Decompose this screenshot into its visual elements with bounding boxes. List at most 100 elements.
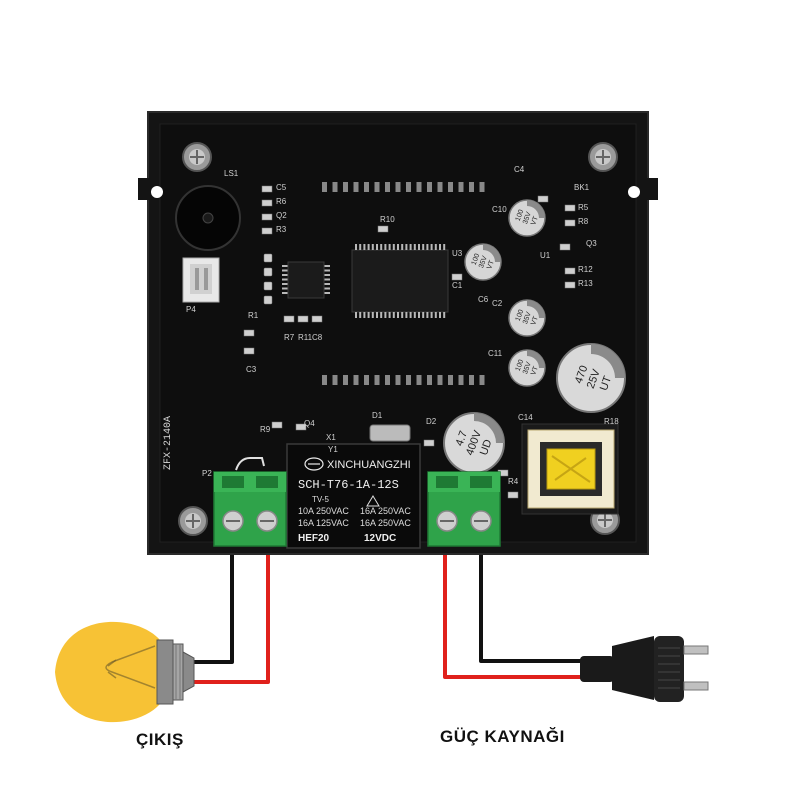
smd-part [564,219,576,227]
header-pin [437,182,443,192]
ic-pin [430,312,433,318]
output-red-wire [192,545,270,684]
cap-small-label: 35V [478,255,489,269]
relay-spec-left-3: 16A 125VAC [298,518,349,528]
ic-pin [324,274,330,276]
smd-pad [263,295,273,305]
smd-part [311,315,323,323]
ic-pin [324,283,330,285]
terminal-screw-icon [222,510,244,532]
silkscreen-label: U3 [452,249,463,258]
terminal-screw-icon [436,510,458,532]
power-wires [443,545,582,679]
header-pin [374,375,380,385]
silkscreen-label: R10 [380,215,395,224]
header-pin [416,182,422,192]
header-pin [353,182,359,192]
power-plug-icon [580,636,709,702]
header-pin [332,375,338,385]
ic-pin [282,269,288,272]
buzzer [175,185,241,251]
smd-part [377,225,389,233]
relay-spec-left-1: TV-5 [312,495,329,504]
ic-pin [439,312,441,318]
header-pin [343,375,348,385]
silkscreen-label: R7 [284,333,295,342]
ic-pin [397,244,399,250]
ic-pin [282,292,288,294]
silkscreen-label: R4 [508,477,519,486]
screw-icon [182,142,212,172]
ic-pin [422,312,425,318]
smd-part [271,421,283,429]
screw-icon [588,142,618,172]
ic-pin [380,244,383,250]
smd-pad [263,267,273,277]
header-pin [395,375,401,385]
silkscreen-label: C1 [452,281,463,290]
smd-part [564,204,576,212]
cap-large-value: 470 [573,364,591,385]
power-terminal-block [427,471,501,547]
ic-pin [371,244,374,250]
silkscreen-label: U1 [540,251,551,260]
cap-small-label: VT [486,259,496,270]
silkscreen-label: P2 [202,469,212,478]
ic-pin [397,312,399,318]
cap-hv-series: UD [478,438,495,457]
screw-icon [178,506,208,536]
silkscreen-label: C3 [246,365,257,374]
silkscreen-label: R18 [604,417,619,426]
ic-pin [359,312,362,318]
ic-pin [392,312,395,318]
ic-pin [380,312,383,318]
header-pin [427,375,432,385]
ic-pin [388,312,391,318]
silkscreen-label: R3 [276,225,287,234]
ic-pin [439,244,441,250]
ic-pin [405,312,408,318]
ic-pin [434,244,437,250]
ic-pin [384,312,387,318]
smd-components [243,185,618,499]
silkscreen-label: C10 [492,205,507,214]
cap-large-series: UT [598,374,614,392]
smd-part [243,347,255,355]
header-pin [416,375,422,385]
smd-part [243,329,255,337]
header-pin [479,375,485,385]
capacitor-large: 470 25V UT [556,343,626,413]
ic-pin [355,312,357,318]
header-pin [322,182,327,192]
ic-pin [282,278,288,281]
transformer [521,423,619,515]
ic-pin [418,244,420,250]
silkscreen-label: R11 [298,333,313,342]
ic-pin [418,312,420,318]
ic-pin [371,312,374,318]
silkscreen-label: C6 [478,295,489,304]
silkscreen-label: C11 [488,349,503,358]
header-pins-bottom [322,375,485,385]
header-pin [343,182,348,192]
silkscreen-label: Q4 [304,419,315,428]
ic-pin [413,244,416,250]
header-pin [364,375,369,385]
relay-brand-logo [304,457,324,471]
silkscreen-label: LS1 [224,169,239,178]
silkscreen-label: BK1 [574,183,590,192]
ic-pin [409,244,412,250]
cap-small-label: VT [530,365,540,376]
cap-small-label: VT [530,215,540,226]
cap-small-label: 35V [522,211,533,225]
terminal-screw-icon [256,510,278,532]
relay-model: SCH-T76-1A-12S [298,478,399,492]
header-pin [374,182,380,192]
smd-part [261,185,273,193]
cap-small-label: VT [530,315,540,326]
ic-pin [426,312,429,318]
ic-pin [426,244,429,250]
silkscreen-label: C4 [514,165,525,174]
relay: XINCHUANGZHI SCH-T76-1A-12S TV-5 10A 250… [286,443,421,549]
